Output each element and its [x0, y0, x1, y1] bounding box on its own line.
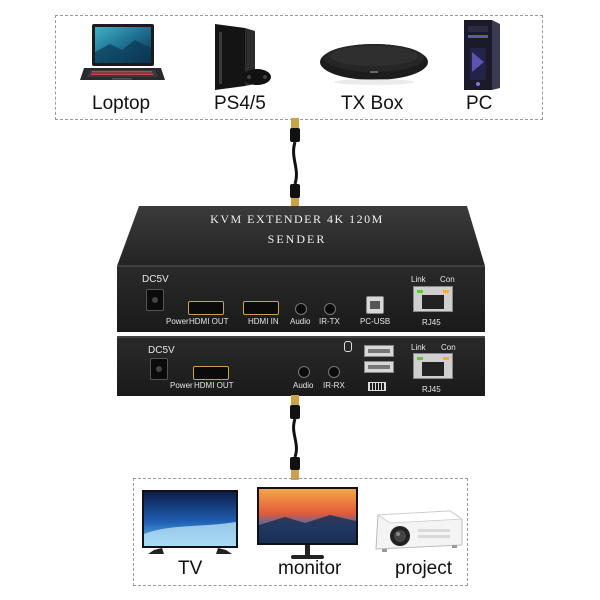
sender-usb-label: PC-USB	[360, 317, 391, 326]
sender-con-label: Con	[440, 275, 455, 284]
receiver-rj45-label: RJ45	[422, 385, 441, 394]
display-label-projector: project	[395, 558, 453, 579]
sender-hdmi-in-port[interactable]	[243, 301, 279, 315]
display-devices-panel	[133, 478, 468, 586]
desktop-tower-icon	[464, 20, 500, 90]
source-label-console: PS4/5	[214, 93, 266, 114]
mouse-icon	[344, 341, 352, 352]
sender-title: KVM EXTENDER 4K 120M	[210, 212, 384, 226]
receiver-link-label: Link	[411, 343, 426, 352]
sender-ir-port[interactable]	[324, 303, 336, 315]
sender-dc-label: DC5V	[142, 274, 169, 285]
game-console-icon	[215, 24, 271, 90]
laptop-icon	[80, 24, 165, 80]
projector-icon	[375, 510, 464, 552]
source-label-pc: PC	[466, 93, 493, 114]
receiver-audio-port[interactable]	[298, 366, 310, 378]
sender-rj45-label: RJ45	[422, 318, 441, 327]
sender-audio-port[interactable]	[295, 303, 307, 315]
usb-a-port-1[interactable]	[364, 345, 394, 357]
display-label-monitor: monitor	[278, 558, 342, 579]
sender-hdmi-out-port[interactable]	[188, 301, 224, 315]
sender-audio-label: Audio	[290, 317, 311, 326]
receiver-hdmi-out-label: HDMI OUT	[194, 381, 234, 390]
keyboard-icon	[368, 382, 386, 391]
hdmi-cable-output	[290, 395, 300, 480]
sender-hdmi-out-label: HDMI OUT	[189, 317, 229, 326]
receiver-audio-label: Audio	[293, 381, 314, 390]
receiver-hdmi-out-port[interactable]	[193, 366, 229, 380]
sender-dc-port[interactable]	[146, 289, 164, 311]
receiver-ir-port[interactable]	[328, 366, 340, 378]
sender-unit	[117, 206, 485, 332]
sender-ir-label: IR-TX	[319, 317, 340, 326]
sender-link-label: Link	[411, 275, 426, 284]
receiver-ir-label: IR-RX	[323, 381, 345, 390]
tv-box-icon	[320, 44, 428, 85]
sender-rj45-port[interactable]	[413, 286, 453, 312]
receiver-dc-label: DC5V	[148, 345, 175, 356]
receiver-rj45-port[interactable]	[413, 353, 453, 379]
source-label-laptop: Loptop	[92, 93, 151, 114]
receiver-con-label: Con	[441, 343, 456, 352]
source-label-txbox: TX Box	[341, 93, 404, 114]
sender-usb-port[interactable]	[366, 296, 384, 314]
receiver-dc-port[interactable]	[150, 358, 168, 380]
receiver-power-label: Power	[170, 381, 193, 390]
display-label-tv: TV	[178, 558, 203, 579]
usb-a-port-2[interactable]	[364, 361, 394, 373]
monitor-icon	[257, 487, 358, 559]
sender-hdmi-in-label: HDMI IN	[248, 317, 279, 326]
tv-icon	[142, 490, 238, 554]
sender-subtitle: SENDER	[267, 232, 327, 246]
hdmi-cable-input	[290, 118, 300, 208]
sender-power-label: Power	[166, 317, 189, 326]
